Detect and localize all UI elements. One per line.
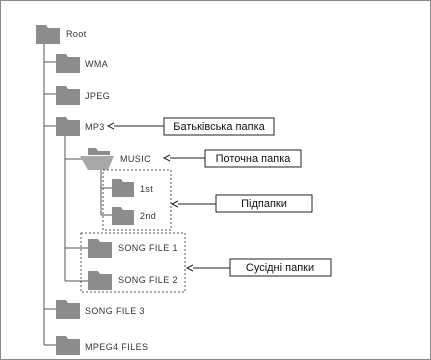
root-label: Root [66,29,87,39]
current-callout-arrow [162,154,205,162]
folder-icon [56,336,80,355]
callout-parent-text: Батьківська папка [173,121,265,133]
folder-icon [36,25,60,44]
subfolders-group-box [102,169,172,231]
folder-icon [88,271,112,290]
song-file-3-label: SONG FILE 3 [85,306,145,316]
callout-parent-folder: Батьківська папка [163,117,275,136]
folder-icon [56,300,80,319]
callout-subfolders: Підпапки [215,194,313,213]
song-file-1-label: SONG FILE 1 [118,243,178,253]
mp3-label: MP3 [85,122,105,132]
folder-icon [56,86,80,105]
folder-icon [56,117,80,136]
folder-icon [112,179,134,197]
folder-icon [88,239,112,258]
folder-icon [56,54,80,73]
mpeg4-files-label: MPEG4 FILES [85,342,148,352]
callout-siblings-text: Сусідні папки [246,262,314,274]
subfolder-2nd-label: 2nd [140,211,156,221]
siblings-callout-arrow [185,264,230,272]
folder-icon [112,207,134,225]
tree-lines [43,40,112,346]
callout-subfolders-text: Підпапки [241,198,287,210]
song-file-2-label: SONG FILE 2 [118,275,178,285]
siblings-group-box [80,232,186,293]
open-folder-icon [80,148,114,170]
music-label: MUSIC [120,154,151,164]
callout-sibling-folders: Сусідні папки [229,258,332,277]
subfolders-callout-arrow [170,200,216,208]
callout-current-text: Поточна папка [216,153,292,165]
jpeg-label: JPEG [85,91,110,101]
parent-callout-arrow [106,122,164,130]
subfolder-1st-label: 1st [140,184,153,194]
wma-label: WMA [85,59,108,69]
callout-current-folder: Поточна папка [204,149,302,168]
